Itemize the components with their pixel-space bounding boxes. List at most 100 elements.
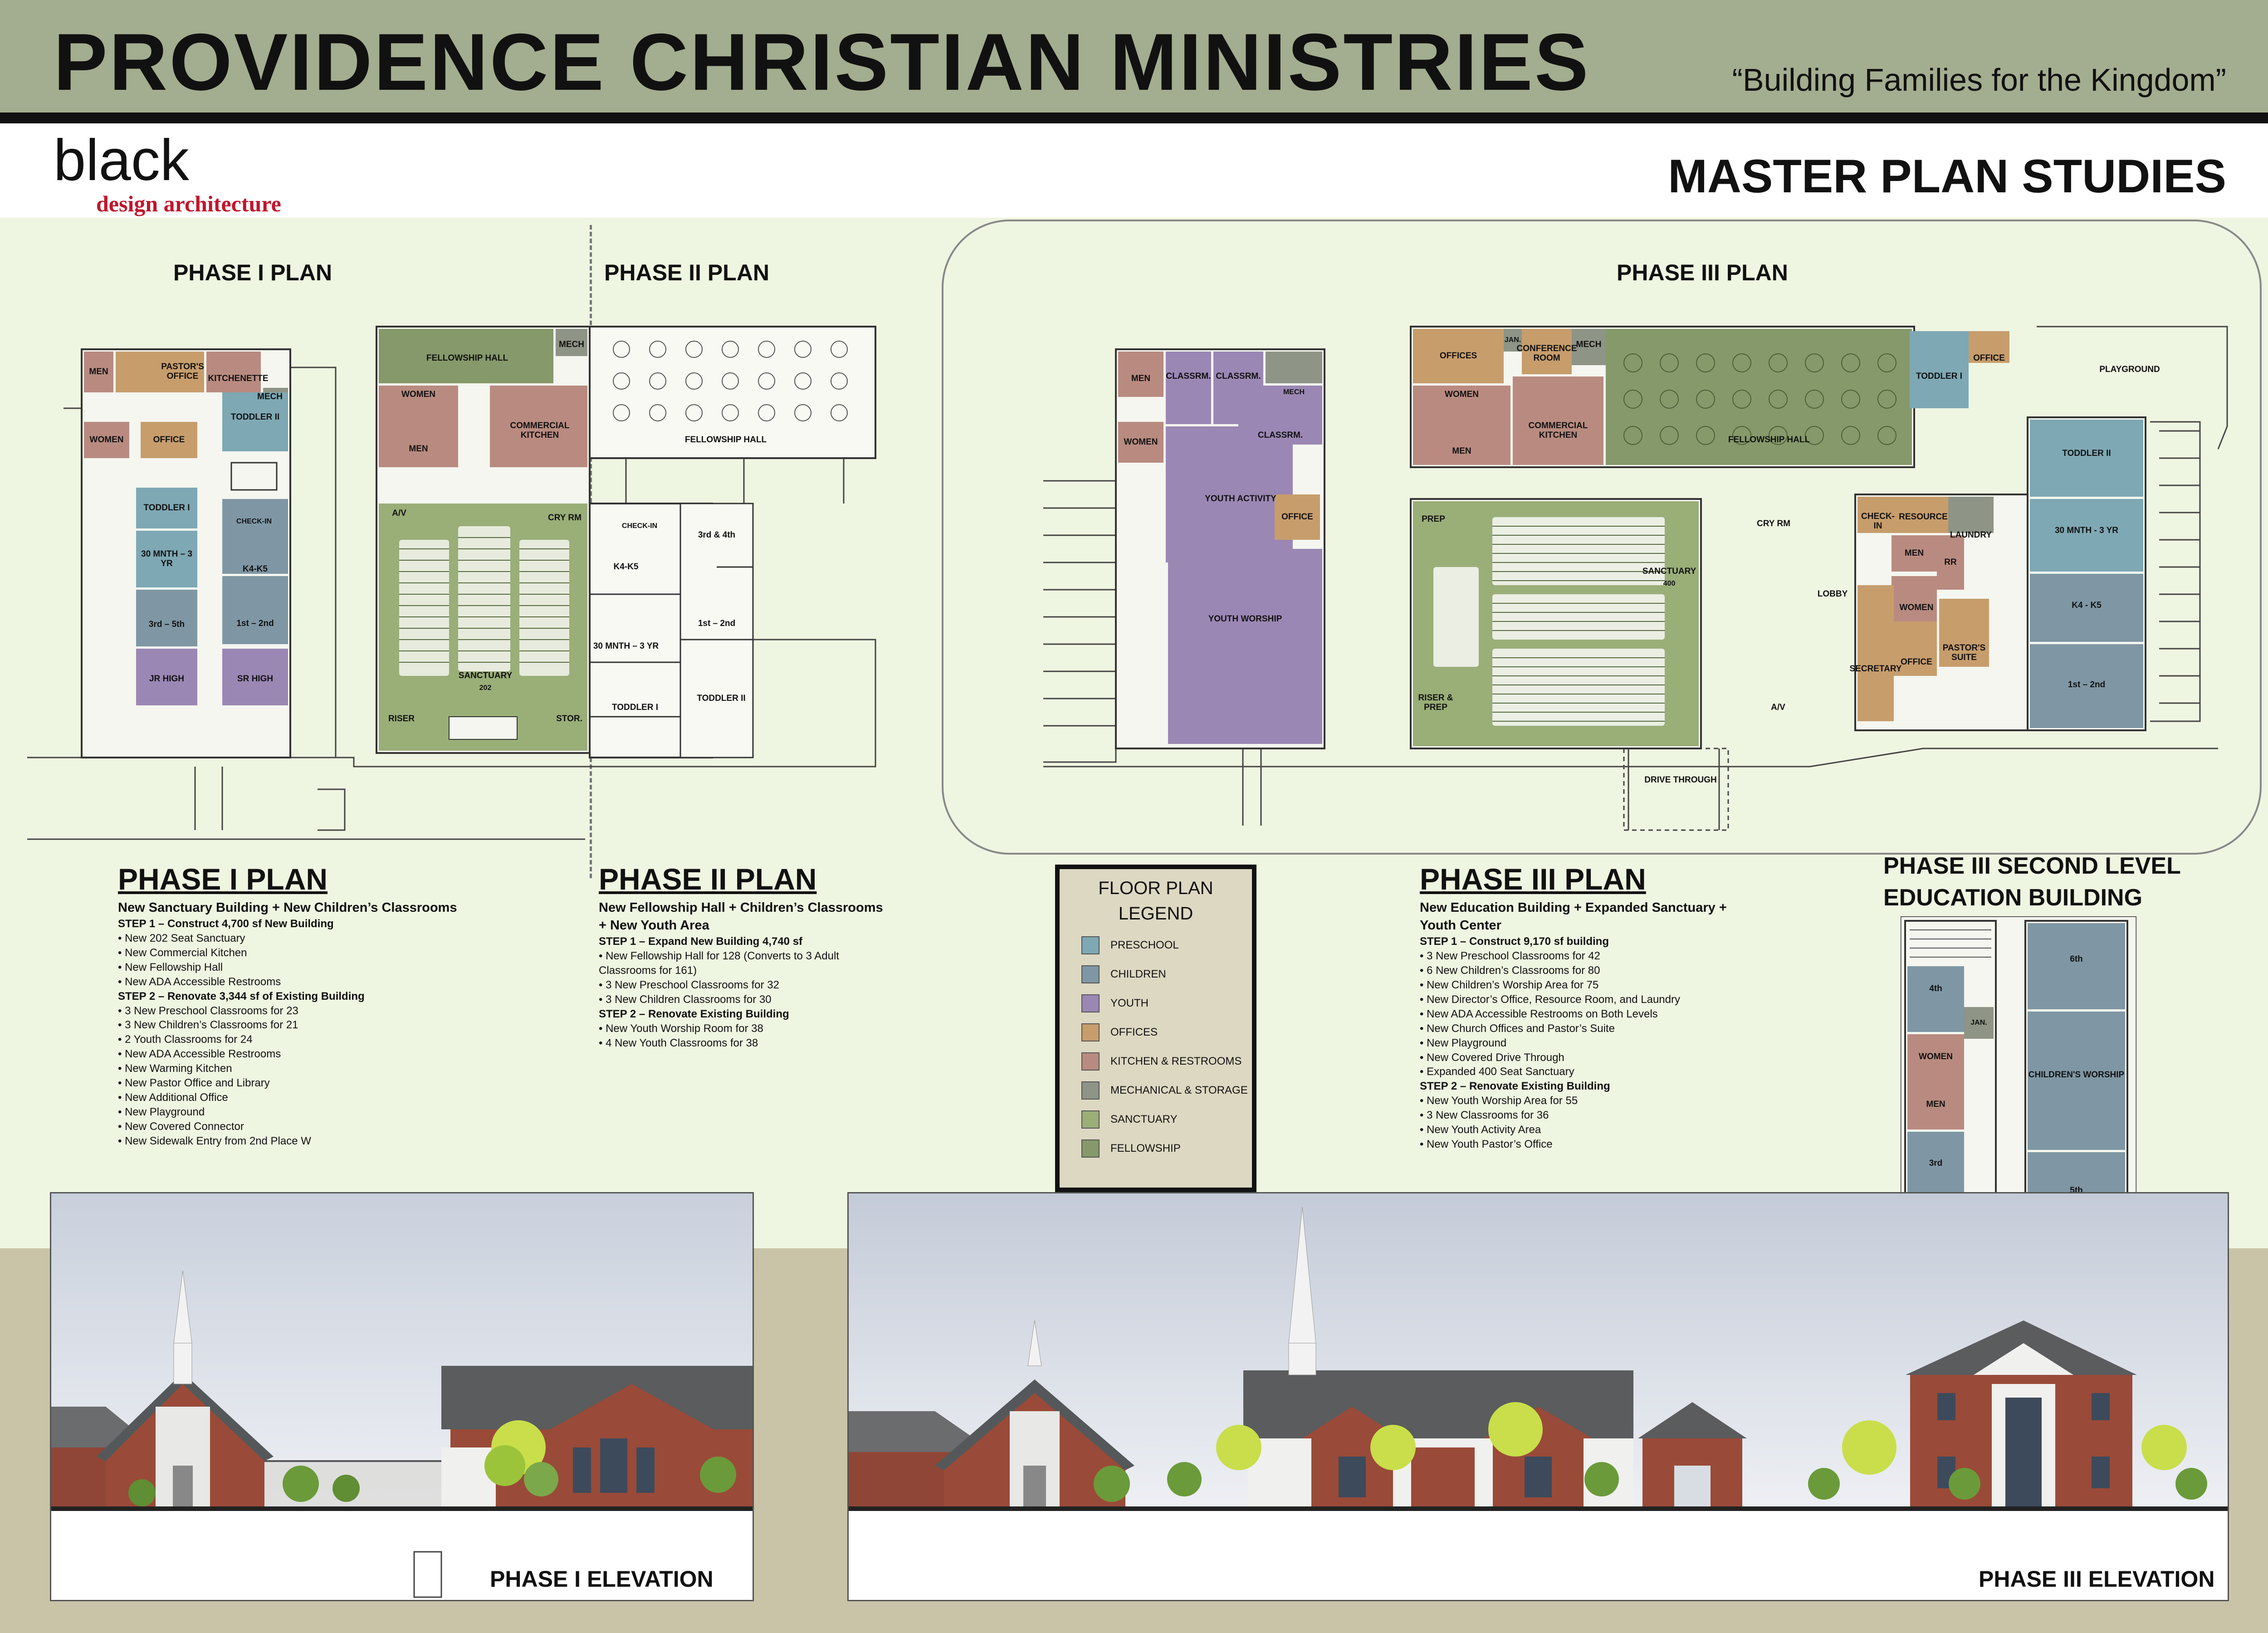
room-label: COMMERCIAL KITCHEN: [1528, 421, 1588, 440]
room-label: MECH: [1283, 388, 1305, 396]
legend-item: MECHANICAL & STORAGE: [1081, 1081, 1248, 1100]
legend-swatch: [1081, 994, 1100, 1012]
legend-swatch: [1081, 1052, 1100, 1071]
room-label: A/V: [392, 508, 406, 518]
page-title: PROVIDENCE CHRISTIAN MINISTRIES: [54, 17, 1590, 107]
legend-swatch: [1081, 965, 1100, 983]
header-divider: [0, 112, 2268, 123]
legend-label: FELLOWSHIP: [1110, 1142, 1181, 1154]
legend-title: FLOOR PLAN LEGEND: [1098, 878, 1213, 924]
phase3-item: • New Youth Worship Area for 55: [1420, 1095, 1578, 1107]
room-label: A/V: [1771, 702, 1785, 712]
room-label: RISER & PREP: [1418, 693, 1453, 712]
phase1-item: • New Pastor Office and Library: [118, 1077, 270, 1090]
room-label: CHECK-IN: [621, 522, 658, 530]
legend-label: MECHANICAL & STORAGE: [1110, 1084, 1248, 1096]
phase2-item: • New Fellowship Hall for 128 (Converts …: [599, 950, 839, 963]
legend-label: PRESCHOOL: [1110, 939, 1179, 951]
room-label: FELLOWSHIP HALL: [426, 353, 508, 363]
room-label: RESOURCE: [1899, 512, 1948, 522]
legend-item: OFFICES: [1081, 1023, 1158, 1041]
legend-swatch: [1081, 1110, 1100, 1129]
room-label: 6th: [2070, 954, 2083, 964]
room-label: CONFERENCE ROOM: [1516, 344, 1577, 363]
room-label: OFFICES: [1439, 351, 1477, 361]
room-label: TODDLER I: [611, 702, 659, 712]
room-label: 1st – 2nd: [2068, 680, 2106, 689]
phase3-site-boundary: [942, 220, 2262, 855]
floor-plan-legend: FLOOR PLAN LEGEND PRESCHOOL CHILDREN YOUTH…: [1055, 865, 1256, 1192]
room-label: STOR.: [556, 714, 582, 724]
legend-label: YOUTH: [1110, 997, 1149, 1009]
phase2-item: Classrooms for 161): [599, 964, 697, 977]
tagline: “Building Families for the Kingdom”: [1732, 62, 2226, 98]
room-label: 3rd – 5th: [148, 620, 185, 630]
phase3-elevation-panel: [847, 1192, 2229, 1601]
room-label: TODDLER II: [230, 412, 280, 422]
room-label: K4-K5: [243, 564, 268, 574]
room-label: CHECK-IN: [236, 518, 272, 526]
room-label: 30 MNTH - 3 YR: [2054, 525, 2119, 535]
legend-swatch: [1081, 1139, 1100, 1158]
room-label: OFFICE: [1281, 512, 1313, 522]
legend-label: KITCHEN & RESTROOMS: [1110, 1055, 1242, 1067]
phase3-item: • New Playground: [1420, 1037, 1507, 1049]
phase1-item: • New 202 Seat Sanctuary: [118, 932, 245, 945]
phase3-item: • New Youth Pastor’s Office: [1420, 1138, 1553, 1150]
room-label: 3rd & 4th: [698, 530, 736, 540]
room-label: FELLOWSHIP HALL: [1728, 435, 1810, 445]
room-label: K4 - K5: [2072, 600, 2102, 610]
room-label: CRY RM: [1757, 518, 1790, 528]
room-label: WOMEN: [89, 435, 124, 445]
room-label: MEN: [1926, 1099, 1945, 1109]
phase3-item: • New Children’s Worship Area for 75: [1420, 979, 1599, 991]
phase1-description: PHASE I PLAN New Sanctuary Building + Ne…: [118, 862, 463, 1149]
room-label: 3rd: [1929, 1158, 1943, 1168]
legend-item: CHILDREN: [1081, 965, 1166, 983]
phase3-desc-title: PHASE III PLAN: [1420, 862, 1646, 896]
room-label: 1st – 2nd: [236, 618, 274, 628]
legend-swatch: [1081, 1081, 1100, 1100]
room-label: 202: [479, 684, 492, 692]
room-label: WOMEN: [1124, 437, 1158, 447]
header-banner: [0, 0, 2268, 112]
phase1-item: • New ADA Accessible Restrooms: [118, 1048, 281, 1061]
room-label: MECH: [559, 339, 584, 349]
room-label: CLASSRM.: [1166, 371, 1211, 381]
room-label: WOMEN: [1899, 602, 1934, 612]
room-label: MECH: [257, 391, 283, 401]
phase2-item: • 4 New Youth Classrooms for 38: [599, 1037, 758, 1049]
room-label: JAN.: [1504, 336, 1521, 344]
phase3-floor-plan: [1043, 326, 2228, 831]
room-label: CLASSRM.: [1216, 371, 1261, 381]
room-label: COMMERCIAL KITCHEN: [510, 421, 570, 440]
phase2-desc-title: PHASE II PLAN: [599, 862, 817, 896]
phase3-item: • 3 New Preschool Classrooms for 42: [1420, 950, 1600, 963]
room-label: YOUTH ACTIVITY: [1205, 494, 1276, 504]
room-label: MEN: [1452, 446, 1471, 456]
phase2-item: STEP 1 – Expand New Building 4,740 sf: [599, 935, 803, 948]
room-label: PASTOR'S SUITE: [1942, 643, 1986, 662]
room-label: 4th: [1929, 983, 1942, 993]
room-label: FELLOWSHIP HALL: [684, 435, 767, 445]
legend-item: FELLOWSHIP: [1081, 1139, 1181, 1158]
phase1-item: • New Additional Office: [118, 1091, 228, 1104]
room-label: CHECK-IN: [1861, 512, 1895, 531]
legend-item: SANCTUARY: [1081, 1110, 1178, 1129]
phase2-description: PHASE II PLAN New Fellowship Hall + Chil…: [599, 862, 916, 1051]
phase1-desc-title: PHASE I PLAN: [118, 862, 328, 896]
legend-label: SANCTUARY: [1110, 1113, 1178, 1125]
room-label: JR HIGH: [149, 674, 185, 684]
phase3-item: STEP 1 – Construct 9,170 sf building: [1420, 935, 1609, 948]
phase1-item: • New Sidewalk Entry from 2nd Place W: [118, 1134, 311, 1147]
phase1-item: STEP 2 – Renovate 3,344 sf of Existing B…: [118, 990, 365, 1002]
legend-item: KITCHEN & RESTROOMS: [1081, 1052, 1242, 1071]
phase3-description: PHASE III PLAN New Education Building + …: [1420, 862, 1783, 1152]
phase3-item: • New Youth Activity Area: [1420, 1124, 1541, 1136]
legend-swatch: [1081, 936, 1100, 954]
phase3-item: STEP 2 – Renovate Existing Building: [1420, 1080, 1610, 1093]
phase1-item: • 3 New Preschool Classrooms for 23: [118, 1004, 298, 1017]
phase1-item-list: STEP 1 – Construct 4,700 sf New Building…: [118, 917, 463, 1149]
room-label: 400: [1663, 580, 1676, 588]
room-label: PLAYGROUND: [2099, 364, 2160, 374]
